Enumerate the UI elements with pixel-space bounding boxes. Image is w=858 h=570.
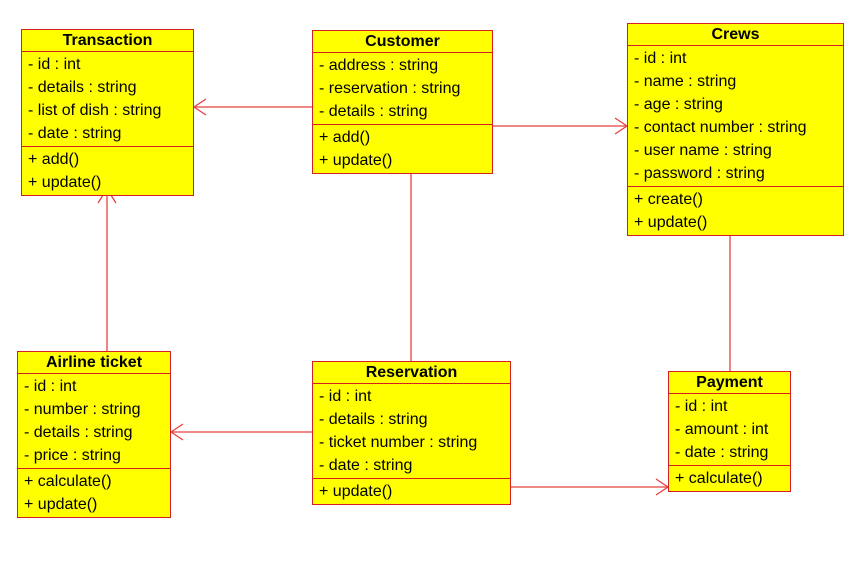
method: + update()	[634, 214, 708, 231]
attributes-section: - address : string - reservation : strin…	[313, 53, 492, 125]
attribute: - age : string	[634, 96, 723, 113]
method: + update()	[28, 174, 102, 191]
class-airline-ticket: Airline ticket - id : int - number : str…	[17, 351, 171, 518]
attributes-section: - id : int - amount : int - date : strin…	[669, 394, 790, 466]
methods-section: + update()	[313, 479, 510, 504]
method: + calculate()	[24, 473, 112, 490]
attribute: - price : string	[24, 447, 121, 464]
class-reservation: Reservation - id : int - details : strin…	[312, 361, 511, 505]
attribute: - details : string	[319, 411, 428, 428]
attribute: - date : string	[28, 125, 122, 142]
arrowhead-airline	[169, 423, 184, 441]
attributes-section: - id : int - details : string - list of …	[22, 52, 193, 147]
attribute: - date : string	[319, 457, 413, 474]
class-crews: Crews - id : int - name : string - age :…	[627, 23, 844, 236]
class-transaction: Transaction - id : int - details : strin…	[21, 29, 194, 196]
attribute: - id : int	[28, 56, 81, 73]
method: + update()	[319, 152, 393, 169]
attribute: - ticket number : string	[319, 434, 478, 451]
attribute: - list of dish : string	[28, 102, 162, 119]
attribute: - date : string	[675, 444, 769, 461]
arrowhead-transaction	[192, 98, 207, 116]
attributes-section: - id : int - name : string - age : strin…	[628, 46, 843, 187]
class-title: Crews	[628, 24, 843, 46]
attribute: - details : string	[319, 103, 428, 120]
attribute: - id : int	[634, 50, 687, 67]
class-title: Customer	[313, 31, 492, 53]
attribute: - id : int	[319, 388, 372, 405]
attribute: - id : int	[24, 378, 77, 395]
class-title: Airline ticket	[18, 352, 170, 374]
attribute: - password : string	[634, 165, 765, 182]
methods-section: + add() + update()	[313, 125, 492, 173]
methods-section: + add() + update()	[22, 147, 193, 195]
attribute: - contact number : string	[634, 119, 807, 136]
attribute: - number : string	[24, 401, 141, 418]
attribute: - reservation : string	[319, 80, 461, 97]
methods-section: + calculate()	[669, 466, 790, 491]
method: + update()	[24, 496, 98, 513]
attributes-section: - id : int - number : string - details :…	[18, 374, 170, 469]
method: + add()	[28, 151, 80, 168]
attribute: - address : string	[319, 57, 439, 74]
attribute: - name : string	[634, 73, 737, 90]
class-title: Payment	[669, 372, 790, 394]
class-customer: Customer - address : string - reservatio…	[312, 30, 493, 174]
class-title: Transaction	[22, 30, 193, 52]
method: + calculate()	[675, 470, 763, 487]
attribute: - details : string	[28, 79, 137, 96]
class-payment: Payment - id : int - amount : int - date…	[668, 371, 791, 492]
attribute: - id : int	[675, 398, 728, 415]
method: + update()	[319, 483, 393, 500]
methods-section: + create() + update()	[628, 187, 843, 235]
method: + create()	[634, 191, 703, 208]
methods-section: + calculate() + update()	[18, 469, 170, 517]
method: + add()	[319, 129, 371, 146]
attribute: - amount : int	[675, 421, 769, 438]
attributes-section: - id : int - details : string - ticket n…	[313, 384, 510, 479]
attribute: - user name : string	[634, 142, 772, 159]
attribute: - details : string	[24, 424, 133, 441]
class-title: Reservation	[313, 362, 510, 384]
